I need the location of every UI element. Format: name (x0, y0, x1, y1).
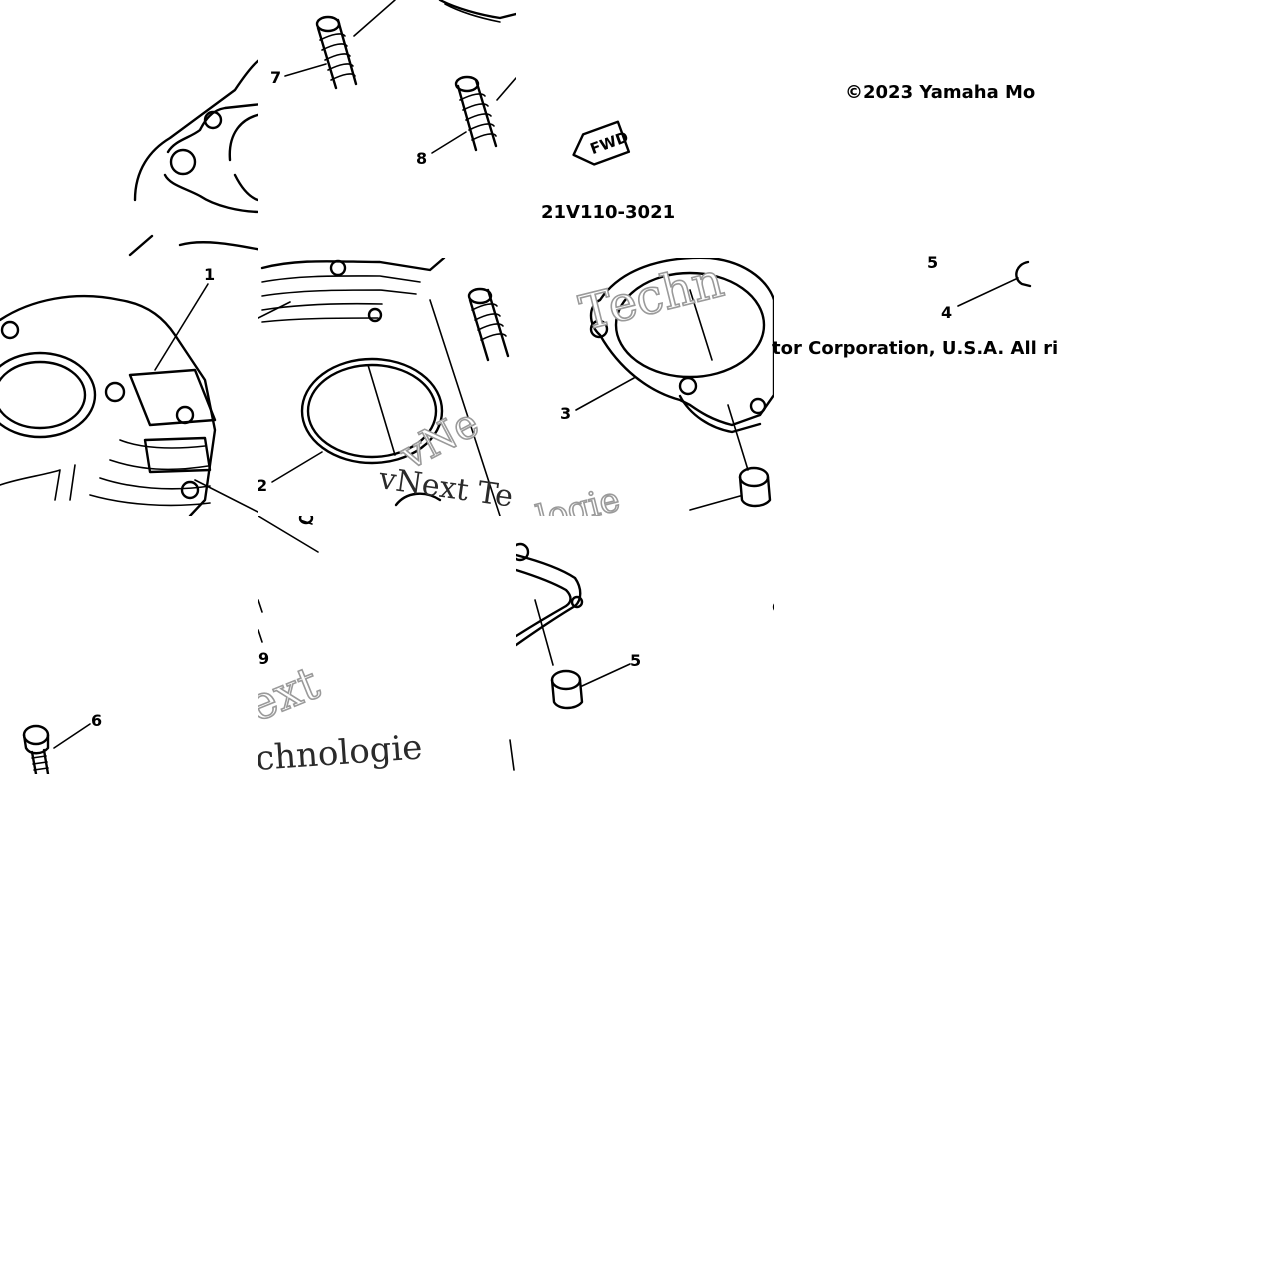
stud-small (467, 287, 510, 362)
watermark-chnologie: chnologie (254, 727, 424, 779)
diagram-code: 21V110-3021 (541, 202, 675, 223)
tile-clip: 5 4 tor Corporation, U.S.A. All ri (772, 253, 1058, 359)
callout-7: 7 (270, 68, 281, 87)
o-ring (300, 357, 444, 465)
tile-watermark: 9 ext chnologie (240, 516, 515, 779)
bolt-6 (22, 724, 50, 774)
callout-2: 2 (256, 476, 267, 495)
stud-7 (315, 0, 396, 90)
callout-5-top: 5 (927, 253, 938, 272)
watermark-logie: logie (533, 480, 624, 539)
watermark-vnext-te: vNext Te (376, 461, 515, 515)
tile-studs: 7 8 (270, 0, 516, 168)
tile-header: ©2023 Yamaha Mo FWD 21V110-3021 (541, 82, 1035, 223)
stud-8 (454, 75, 516, 152)
callout-1: 1 (204, 265, 215, 284)
tile-oring: vNext Te vNe 2 (256, 258, 515, 516)
dowel-pin-upper (738, 466, 772, 508)
dowel-pin-5 (550, 669, 584, 710)
copyright-part-1: ©2023 Yamaha Mo (845, 82, 1035, 103)
tile-cylinder-top (128, 59, 258, 257)
callout-4: 4 (941, 303, 952, 322)
clip-part (1015, 260, 1032, 288)
tile-lower-dowel: 5 ghts reserved. (516, 542, 920, 710)
copyright-part-3: ghts reserved. (772, 596, 920, 617)
tile-gasket: Techn logie 3 (532, 258, 774, 539)
callout-9: 9 (258, 649, 269, 668)
small-screw (298, 516, 314, 525)
watermark-ext: ext (240, 655, 327, 732)
fwd-arrow: FWD (572, 120, 631, 166)
copyright-part-2: tor Corporation, U.S.A. All ri (772, 338, 1058, 359)
callout-8: 8 (416, 149, 427, 168)
tile-bolt: 6 (22, 711, 102, 774)
tile-cylinder-body: 1 (0, 265, 258, 516)
callout-5-lower: 5 (630, 651, 641, 670)
callout-6: 6 (91, 711, 102, 730)
callout-3: 3 (560, 404, 571, 423)
